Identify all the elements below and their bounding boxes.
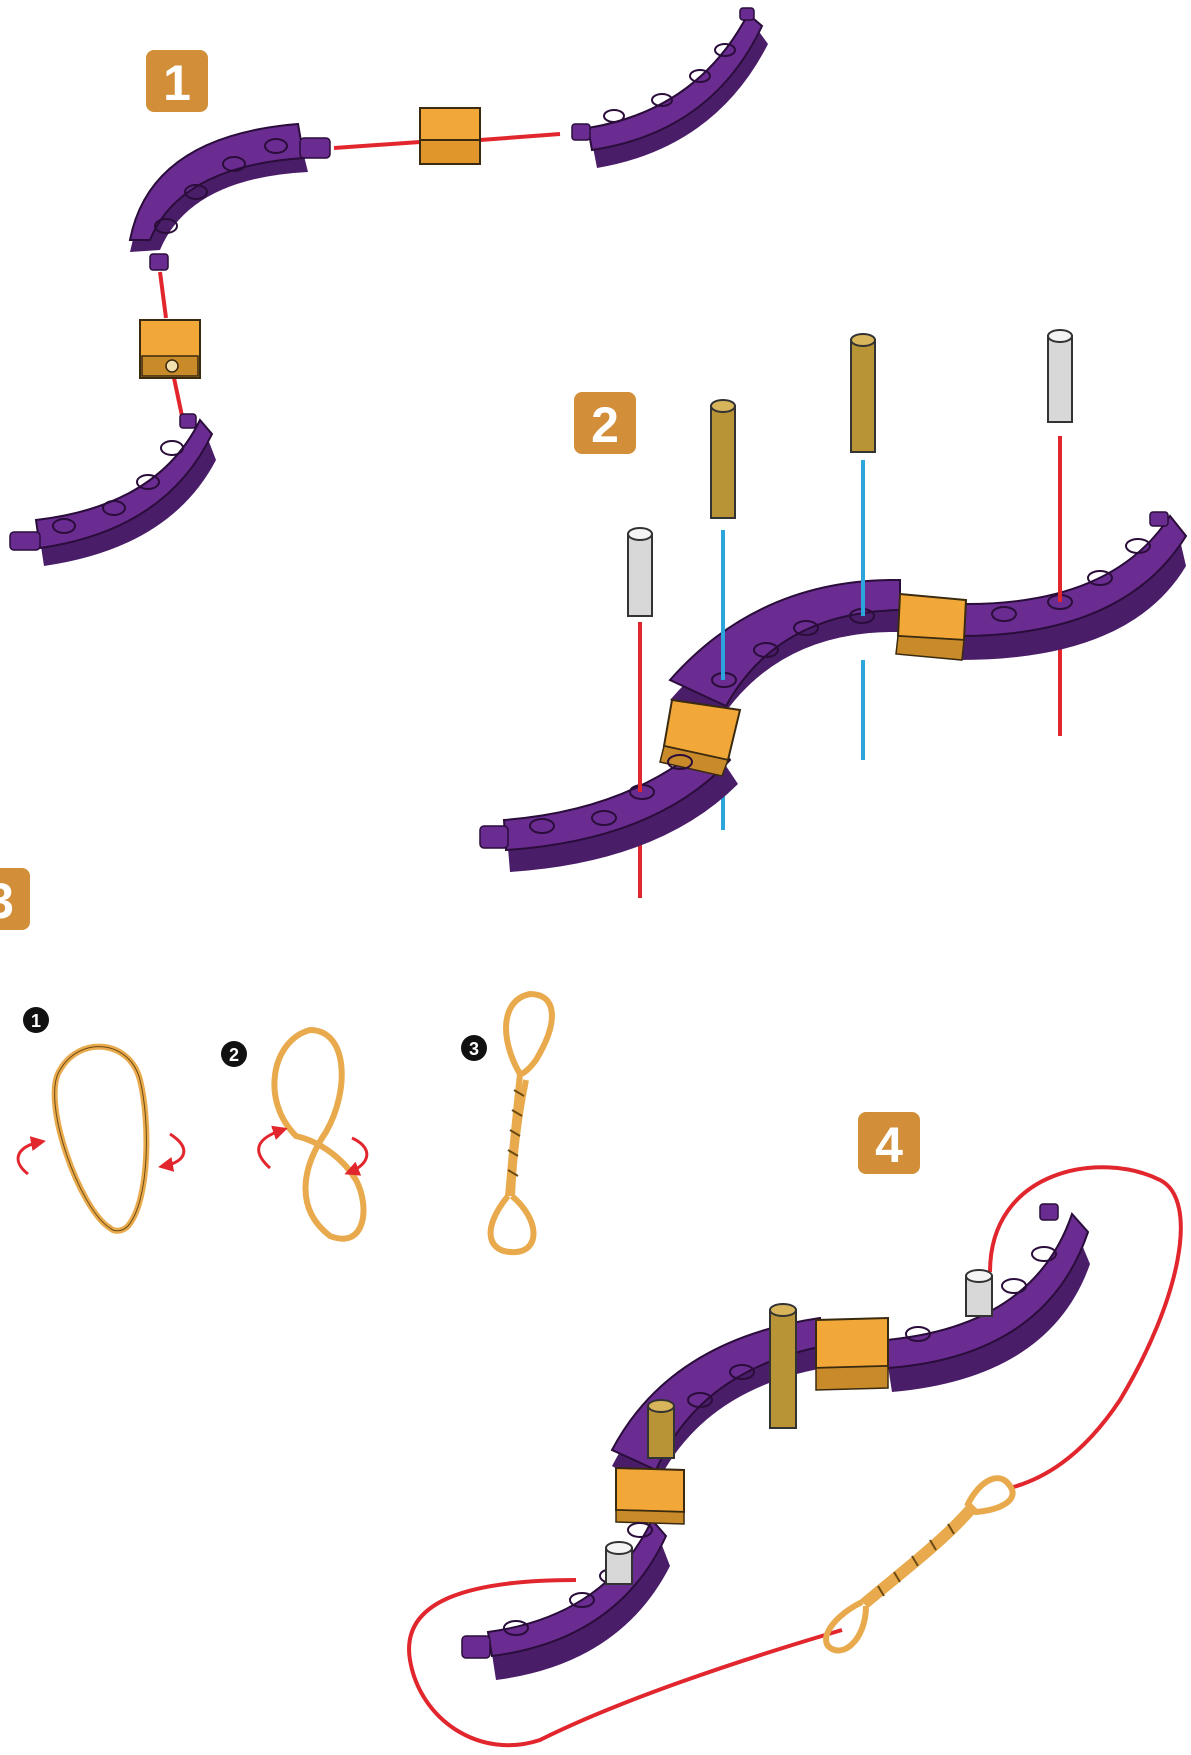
svg-text:3: 3 bbox=[469, 1039, 479, 1059]
connector-block bbox=[660, 700, 740, 776]
silver-pin bbox=[606, 1542, 632, 1584]
silver-pin bbox=[1048, 330, 1072, 422]
connector-block bbox=[896, 594, 966, 660]
alignment-line bbox=[160, 272, 166, 318]
curved-track-piece bbox=[572, 8, 768, 168]
step-3: 3 1 2 3 bbox=[0, 868, 552, 1252]
step-badge-4: 4 bbox=[858, 1112, 920, 1174]
connector-block bbox=[616, 1468, 684, 1524]
step-badge-2: 2 bbox=[574, 392, 636, 454]
substep-marker-1: 1 bbox=[23, 1007, 49, 1033]
alignment-line bbox=[174, 378, 182, 416]
silver-pin bbox=[628, 528, 652, 616]
brass-pin bbox=[770, 1304, 796, 1428]
twist-arrow bbox=[350, 1138, 367, 1172]
connector-block bbox=[816, 1318, 888, 1390]
twist-arrow bbox=[259, 1130, 282, 1168]
svg-text:2: 2 bbox=[591, 397, 619, 453]
twist-arrow bbox=[164, 1134, 184, 1166]
svg-text:1: 1 bbox=[163, 55, 191, 111]
curved-track-piece bbox=[10, 414, 216, 566]
connector-block bbox=[420, 108, 480, 164]
brass-pin bbox=[711, 400, 735, 518]
alignment-line bbox=[334, 142, 420, 148]
s-track-assembly bbox=[480, 512, 1186, 872]
step-1: 1 bbox=[10, 8, 768, 566]
twisted-rubber-band bbox=[826, 1478, 1013, 1650]
twisted-rubber-band bbox=[491, 994, 552, 1252]
svg-text:2: 2 bbox=[229, 1045, 239, 1065]
alignment-line bbox=[480, 134, 560, 140]
rubber-band bbox=[55, 1047, 147, 1231]
svg-text:3: 3 bbox=[0, 873, 14, 929]
rubber-band-outline bbox=[55, 1047, 147, 1231]
svg-text:4: 4 bbox=[875, 1117, 903, 1173]
step-badge-3: 3 bbox=[0, 868, 30, 930]
s-track-assembly bbox=[462, 1204, 1090, 1680]
curved-track-piece bbox=[130, 124, 330, 270]
brass-pin bbox=[851, 334, 875, 452]
substep-marker-2: 2 bbox=[221, 1041, 247, 1067]
substep-marker-3: 3 bbox=[461, 1035, 487, 1061]
connector-block bbox=[140, 320, 200, 378]
silver-pin bbox=[966, 1270, 992, 1316]
step-2: 2 bbox=[480, 330, 1186, 898]
step-badge-1: 1 bbox=[146, 50, 208, 112]
svg-text:1: 1 bbox=[31, 1011, 41, 1031]
rubber-band bbox=[274, 1030, 363, 1239]
twist-arrow bbox=[18, 1142, 40, 1174]
brass-pin bbox=[648, 1400, 674, 1458]
